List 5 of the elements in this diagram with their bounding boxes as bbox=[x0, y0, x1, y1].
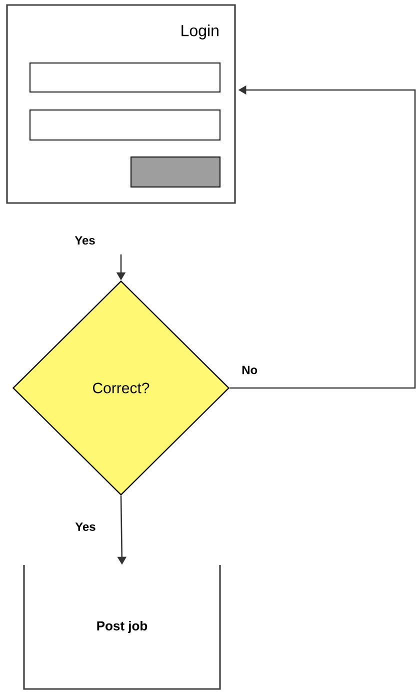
edge-label: No bbox=[242, 366, 258, 374]
login-form: Login bbox=[6, 4, 236, 204]
process-box: Post job bbox=[23, 565, 221, 690]
edge-label: Yes bbox=[74, 236, 95, 245]
edge-label: Yes bbox=[75, 522, 96, 531]
